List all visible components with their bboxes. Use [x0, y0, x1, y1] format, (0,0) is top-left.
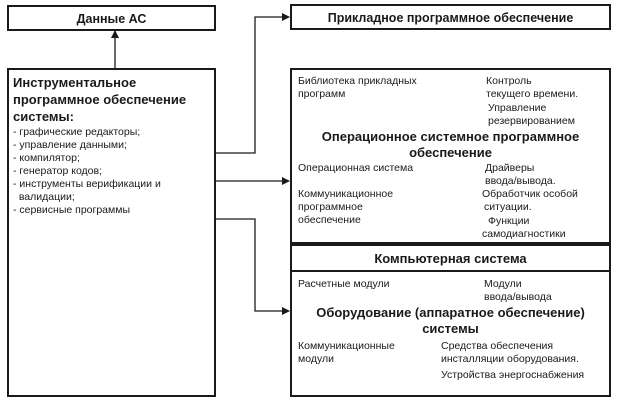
tools-item: - управление данными;	[13, 139, 127, 151]
tools-title-line2: программное обеспечение	[13, 92, 187, 107]
hardware-title-line1: Оборудование (аппаратное обеспечение)	[316, 305, 585, 320]
install-support-line2: инсталляции оборудования.	[441, 353, 579, 365]
system-software-box: Библиотека прикладных программ Контроль …	[290, 68, 611, 244]
tools-item: - генератор кодов;	[13, 165, 103, 177]
comm-modules-line2: модули	[298, 353, 334, 365]
io-modules-line1: Модули	[484, 278, 522, 290]
system-software-title-line1: Операционное системное программное	[321, 129, 580, 144]
reserve-control-line2: резервированием	[488, 115, 575, 127]
comm-software-line3: обеспечение	[298, 214, 361, 226]
library-label-line2: программ	[298, 88, 346, 100]
system-software-title-line2: обеспечение	[409, 145, 492, 160]
self-diagnostics-line2: самодиагностики	[482, 228, 566, 240]
calc-modules-label: Расчетные модули	[298, 278, 390, 290]
drivers-line2: ввода/вывода.	[485, 175, 556, 187]
application-software-box: Прикладное программное обеспечение	[290, 4, 611, 30]
arrow-to-application-software	[216, 13, 290, 154]
power-supply-label: Устройства энергоснабжения	[441, 369, 585, 381]
time-control-line1: Контроль	[486, 75, 532, 87]
exception-handler-line1: Обработчик особой	[482, 188, 578, 200]
comm-software-line2: программное	[298, 201, 363, 213]
self-diagnostics-line1: Функции	[488, 215, 530, 227]
tools-title-line3: системы:	[13, 109, 74, 124]
application-software-label: Прикладное программное обеспечение	[327, 11, 574, 25]
tools-item: - графические редакторы;	[13, 126, 141, 138]
computer-system-title: Компьютерная система	[374, 251, 527, 266]
time-control-line2: текущего времени.	[486, 88, 579, 100]
computer-system-box: Компьютерная система Расчетные модули Мо…	[290, 244, 611, 397]
tools-item: валидации;	[13, 191, 75, 203]
library-label-line1: Библиотека прикладных	[298, 75, 417, 87]
drivers-line1: Драйверы	[485, 162, 535, 174]
computer-system-divider	[292, 270, 609, 272]
install-support-line1: Средства обеспечения	[441, 340, 554, 352]
tools-box: Инструментальное программное обеспечение…	[7, 68, 216, 397]
exception-handler-line2: ситуации.	[484, 201, 532, 213]
comm-modules-line1: Коммуникационные	[298, 340, 395, 352]
tools-title-line1: Инструментальное	[13, 75, 137, 90]
tools-list: - графические редакторы; - управление да…	[13, 126, 161, 217]
io-modules-line2: ввода/вывода	[484, 291, 552, 303]
data-as-label: Данные АС	[76, 12, 147, 26]
data-as-box: Данные АС	[7, 5, 216, 31]
tools-item: - компилятор;	[13, 152, 80, 164]
arrow-to-computer-system	[216, 218, 290, 315]
os-label: Операционная система	[298, 162, 414, 174]
tools-item: - инструменты верификации и	[13, 178, 161, 190]
tools-item: - сервисные программы	[13, 204, 130, 216]
hardware-title-line2: системы	[422, 321, 479, 336]
comm-software-line1: Коммуникационное	[298, 188, 394, 200]
reserve-control-line1: Управление	[488, 102, 547, 114]
